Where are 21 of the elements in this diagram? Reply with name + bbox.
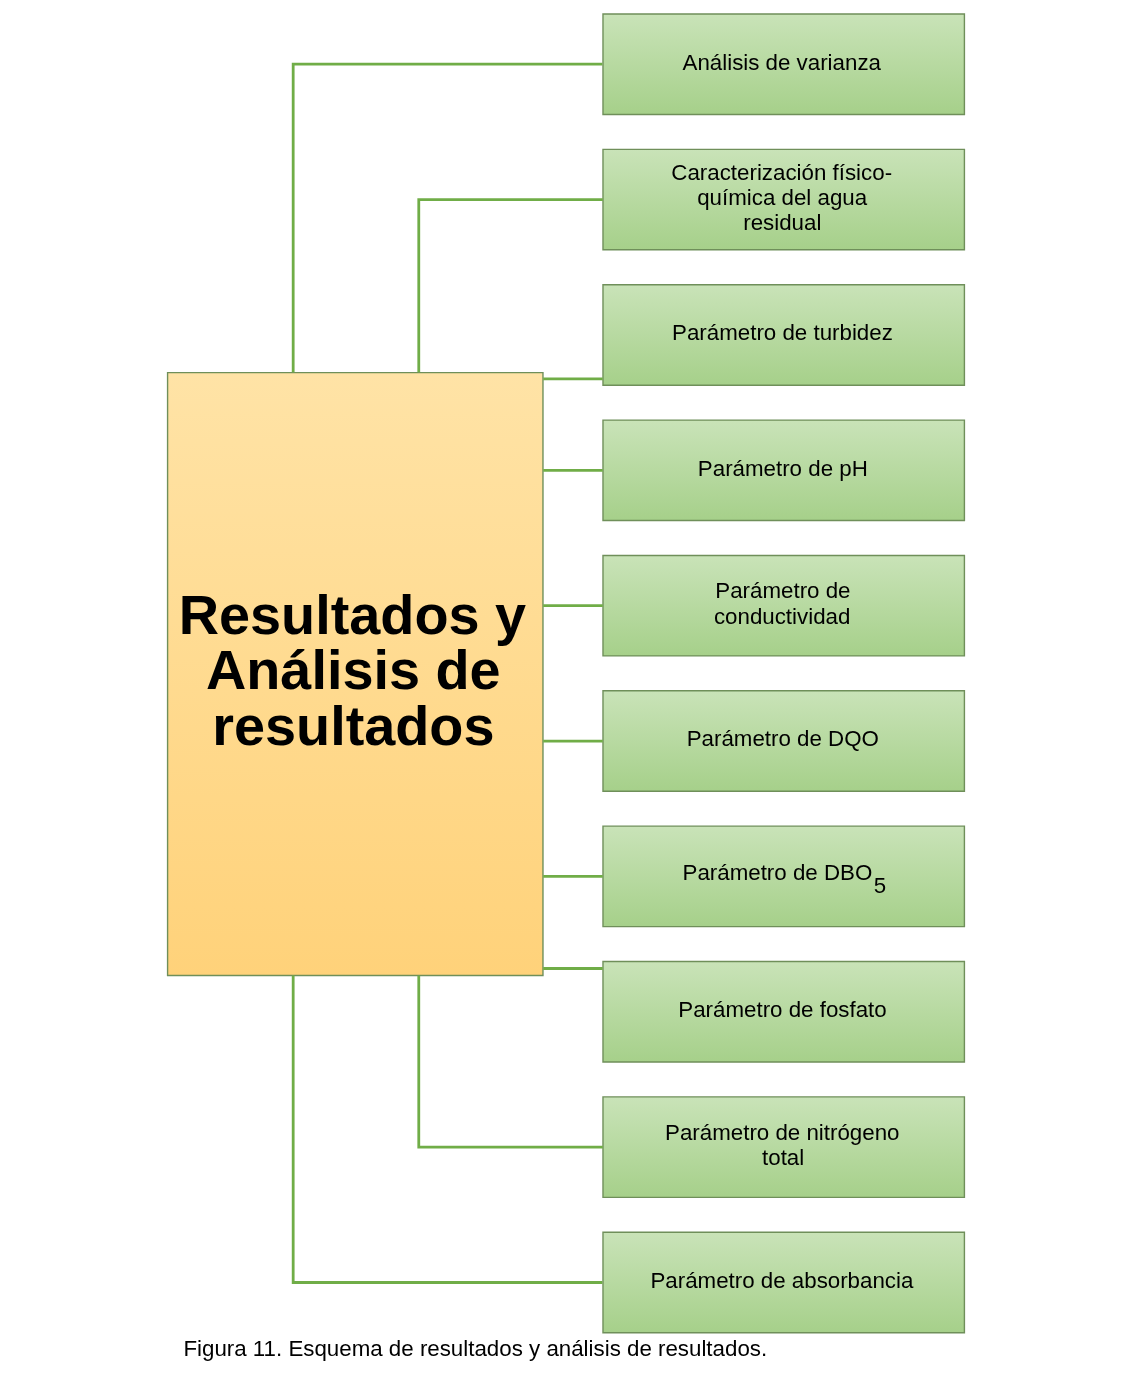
node-box: Parámetro de turbidez — [601, 284, 965, 386]
connector — [416, 975, 603, 1149]
node-box: Resultados y Análisis de resultados — [166, 371, 544, 977]
node-box: Parámetro de DQO — [601, 690, 965, 792]
caption: Figura 11. Esquema de resultados y análisis de resultados. — [182, 1336, 767, 1362]
connector — [542, 377, 603, 381]
connector — [291, 975, 602, 1284]
node-box: Parámetro de nitrógeno total — [601, 1096, 965, 1199]
connector — [542, 875, 603, 878]
connector — [542, 468, 603, 472]
connector — [291, 62, 602, 373]
node-box: Parámetro de pH — [601, 419, 965, 522]
node-box: Parámetro de fosfato — [601, 960, 965, 1063]
connector — [542, 967, 603, 970]
connector — [416, 198, 603, 373]
connector — [542, 604, 603, 608]
connector — [542, 739, 603, 743]
node-box: Parámetro de conductividad — [601, 554, 965, 657]
node-box: Análisis de varianza — [601, 13, 965, 116]
node-box: Caracterización físico-química del agua residual — [601, 148, 965, 251]
node-box: Parámetro de absorbancia — [601, 1231, 965, 1334]
